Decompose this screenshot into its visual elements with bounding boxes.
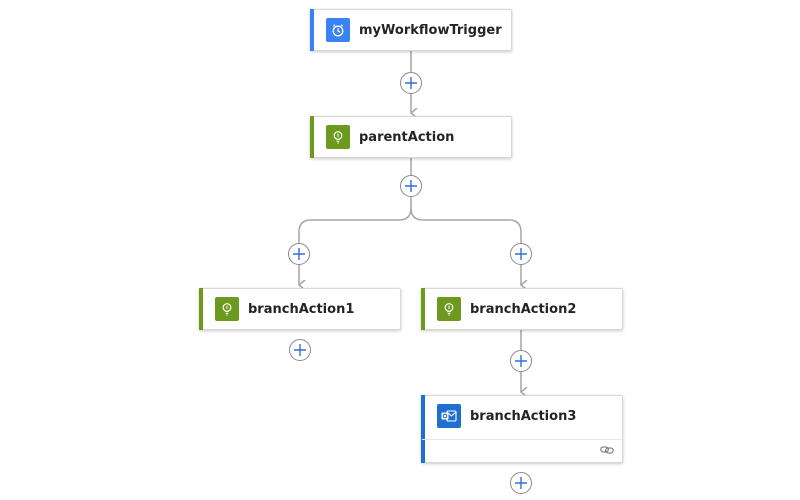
outlook-icon <box>437 404 461 428</box>
bulb-icon <box>215 297 239 321</box>
connector-to-branch2 <box>410 207 521 285</box>
node-title: myWorkflowTrigger <box>359 22 502 38</box>
link-icon[interactable] <box>600 444 614 456</box>
add-step-button[interactable] <box>510 472 532 494</box>
node-branch-action-1[interactable]: branchAction1 <box>199 288 401 330</box>
add-step-button[interactable] <box>400 72 422 94</box>
node-footer <box>422 439 622 462</box>
add-step-button[interactable] <box>510 350 532 372</box>
add-step-button[interactable] <box>510 243 532 265</box>
node-branch-action-2[interactable]: branchAction2 <box>421 288 623 330</box>
add-step-button[interactable] <box>288 243 310 265</box>
bulb-icon <box>437 297 461 321</box>
bulb-icon <box>326 125 350 149</box>
node-accent-bar <box>421 395 425 463</box>
node-accent-bar <box>310 116 314 158</box>
node-parent-action[interactable]: parentAction <box>310 116 512 158</box>
node-trigger[interactable]: myWorkflowTrigger <box>310 9 512 51</box>
node-accent-bar <box>199 288 203 330</box>
add-step-button[interactable] <box>400 175 422 197</box>
node-title: parentAction <box>359 129 455 145</box>
node-accent-bar <box>421 288 425 330</box>
node-title: branchAction1 <box>248 301 355 317</box>
timer-icon <box>326 18 350 42</box>
connector-to-branch1 <box>299 207 412 285</box>
add-step-button[interactable] <box>289 339 311 361</box>
node-accent-bar <box>310 9 314 51</box>
node-title: branchAction2 <box>470 301 577 317</box>
node-title: branchAction3 <box>470 408 577 424</box>
node-branch-action-3[interactable]: branchAction3 <box>421 395 623 463</box>
